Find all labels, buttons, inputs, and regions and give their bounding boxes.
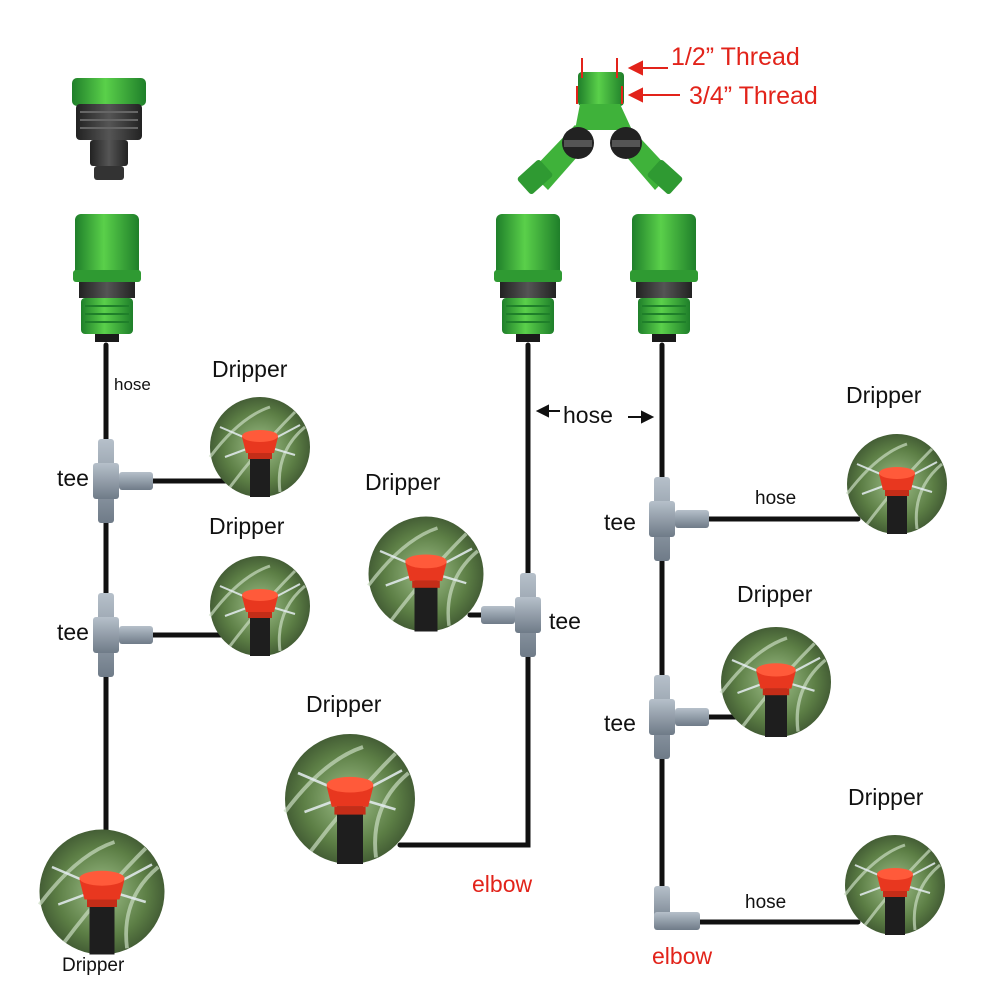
hose-label-right-1: hose — [755, 488, 797, 509]
dripper-label-left-2: Dripper — [209, 513, 285, 539]
tap-adapter — [72, 78, 146, 180]
hose-connector-left — [72, 213, 142, 343]
thread-half-inch-label: 1/2” Thread — [671, 43, 800, 71]
elbow-label-middle: elbow — [472, 871, 533, 897]
dripper-label-left-1: Dripper — [212, 356, 288, 382]
dripper-photo-right-1 — [845, 432, 949, 536]
hose-label-left: hose — [114, 375, 151, 394]
hose-label-middle: hose — [563, 402, 613, 428]
tee-fitting-middle — [481, 573, 541, 657]
tee-label-middle: tee — [549, 608, 581, 634]
tee-fitting-right-1 — [649, 477, 709, 561]
dripper-label-middle-1: Dripper — [365, 469, 441, 495]
thread-markers — [576, 58, 680, 104]
dripper-photo-right-2 — [719, 625, 833, 739]
hose-gap-arrows — [535, 404, 655, 424]
dripper-photo-middle-1 — [366, 514, 486, 634]
dripper-photo-left-2 — [208, 554, 312, 658]
dripper-label-right-2: Dripper — [737, 581, 813, 607]
dripper-label-middle-2: Dripper — [306, 691, 382, 717]
dripper-label-right-1: Dripper — [846, 382, 922, 408]
thread-three-quarter-inch-label: 3/4” Thread — [689, 82, 818, 110]
dripper-photo-right-3 — [843, 833, 947, 937]
dripper-label-left-bottom: Dripper — [62, 955, 125, 976]
hose-connector-right — [629, 213, 699, 343]
hose-middle-main — [397, 342, 531, 848]
dripper-photo-left-bottom — [37, 827, 167, 957]
tee-fitting-right-2 — [649, 675, 709, 759]
tee-fitting-left-2 — [93, 593, 153, 677]
tee-label-left-2: tee — [57, 619, 89, 645]
y-splitter — [517, 72, 683, 194]
tee-fitting-left-1 — [93, 439, 153, 523]
dripper-photo-middle-2 — [283, 732, 417, 866]
hose-connector-middle — [493, 213, 563, 343]
dripper-label-right-3: Dripper — [848, 784, 924, 810]
hose-label-right-2: hose — [745, 892, 787, 913]
elbow-fitting-right — [654, 886, 700, 930]
tee-label-left-1: tee — [57, 465, 89, 491]
dripper-photo-left-1 — [208, 395, 312, 499]
tee-label-right-1: tee — [604, 509, 636, 535]
elbow-label-right: elbow — [652, 943, 713, 969]
tee-label-right-2: tee — [604, 710, 636, 736]
